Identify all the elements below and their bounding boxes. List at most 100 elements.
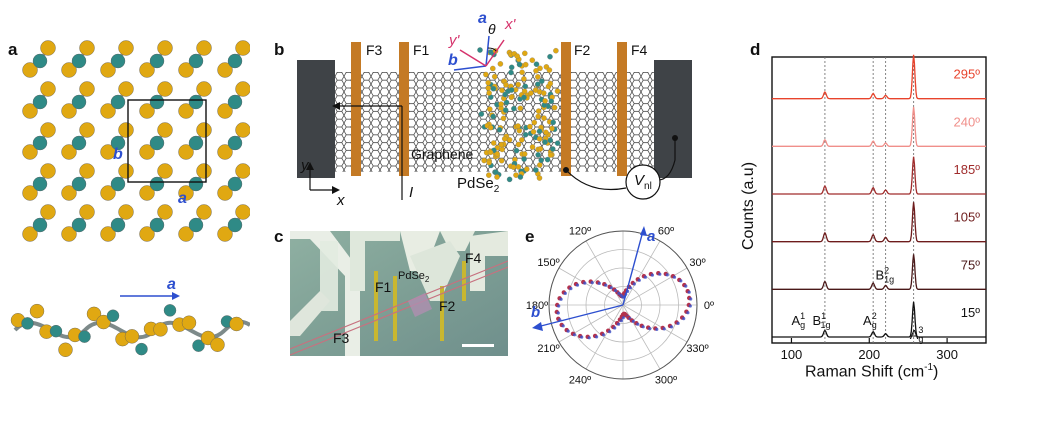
flake-atom xyxy=(547,80,554,87)
axis-yprime-label: y' xyxy=(449,32,460,49)
flake-atom xyxy=(516,127,523,134)
pd-atom xyxy=(163,304,177,317)
flake-atom xyxy=(515,81,521,88)
flake-atom xyxy=(550,146,556,152)
se-atom xyxy=(178,144,194,160)
polar-fit-point xyxy=(631,319,635,323)
flake-atom xyxy=(536,175,543,181)
polar-fit-point xyxy=(595,335,599,339)
se-atom xyxy=(100,144,116,160)
label-graphene: Graphene xyxy=(411,146,474,162)
se-atom xyxy=(61,103,77,119)
flake-atom xyxy=(524,166,530,172)
micrograph-label-f2: F2 xyxy=(439,298,456,314)
se-atom xyxy=(40,122,56,138)
flake-atom xyxy=(508,87,515,93)
polar-angle-label: 330º xyxy=(686,343,708,355)
flake-atom xyxy=(536,128,543,135)
pd-atom xyxy=(188,135,204,151)
raman-series-angle-label: 75º xyxy=(961,257,980,272)
se-atom xyxy=(100,226,116,242)
se-atom xyxy=(153,322,168,337)
flake-atom xyxy=(490,113,496,120)
se-atom xyxy=(178,226,194,242)
flake-atom xyxy=(514,53,520,59)
se-atom xyxy=(29,303,45,319)
se-atom xyxy=(196,81,212,97)
flake-atom xyxy=(496,127,503,133)
panel-b-device-schematic xyxy=(297,35,692,200)
flake-atom xyxy=(535,152,541,158)
flake-atom xyxy=(537,162,543,168)
flake-atom xyxy=(533,68,539,74)
polar-fit-point xyxy=(617,291,621,295)
panel-a-side-label-a: a xyxy=(167,276,176,293)
polar-fit-point xyxy=(563,291,567,295)
raman-series-angle-label: 15º xyxy=(961,305,980,320)
se-atom xyxy=(235,204,250,220)
polar-fit-point xyxy=(617,322,621,326)
se-atom xyxy=(40,81,56,97)
flake-atom xyxy=(543,129,549,136)
flake-atom xyxy=(490,65,496,72)
polar-fit-point xyxy=(637,278,641,282)
pd-atom xyxy=(227,53,243,69)
panel-d-letter: d xyxy=(750,40,761,59)
flake-atom xyxy=(519,137,525,143)
se-atom xyxy=(118,122,134,138)
se-atom xyxy=(217,185,233,201)
pd-atom xyxy=(71,135,87,151)
flake-atom xyxy=(498,101,504,107)
panel-a-label-a: a xyxy=(178,190,187,207)
pd-atom xyxy=(149,94,165,110)
flake-atom xyxy=(538,157,544,163)
flake-atom xyxy=(490,140,497,146)
polar-fit-point xyxy=(583,281,587,285)
flake-atom xyxy=(521,151,528,157)
flake-atom xyxy=(549,125,555,132)
se-atom xyxy=(61,144,77,160)
se-atom xyxy=(22,144,38,160)
polar-fit-point xyxy=(590,281,594,285)
pd-atom xyxy=(32,217,48,233)
polar-fit-point xyxy=(608,330,612,334)
label-pdse2: PdSe2 xyxy=(457,175,500,195)
flake-atom xyxy=(544,156,551,163)
se-atom xyxy=(210,337,225,352)
pd-atom xyxy=(192,339,205,352)
se-atom xyxy=(118,81,134,97)
se-atom xyxy=(40,40,56,56)
se-atom xyxy=(157,122,173,138)
polar-fit-point xyxy=(566,329,570,333)
polar-fit-point xyxy=(643,275,647,279)
se-atom xyxy=(157,204,173,220)
label-current: I xyxy=(409,184,414,201)
polar-fit-point xyxy=(669,325,674,329)
panel-b-letter: b xyxy=(274,40,285,59)
flake-atom xyxy=(535,113,541,120)
pd-atom xyxy=(149,176,165,192)
polar-fit-point xyxy=(636,322,640,326)
pd-atom xyxy=(188,176,204,192)
micrograph-label-pdse2: PdSe2 xyxy=(398,270,430,285)
se-atom xyxy=(100,103,116,119)
raman-xlabel: Raman Shift (cm-1) xyxy=(805,362,939,381)
flake-atom xyxy=(500,115,507,122)
polar-fit-point xyxy=(614,289,618,293)
panel-a-letter: a xyxy=(8,40,18,59)
flake-atom xyxy=(542,139,548,145)
panel-e-letter: e xyxy=(525,227,535,246)
polar-fit-point xyxy=(679,279,683,283)
raman-series-line xyxy=(772,106,986,147)
polar-fit-point xyxy=(613,326,617,330)
flake-atom xyxy=(528,90,534,96)
flake-atom xyxy=(498,157,505,164)
se-atom xyxy=(124,329,140,344)
se-atom xyxy=(229,316,244,332)
unit-cell-box xyxy=(127,99,207,183)
pd-atom xyxy=(71,217,87,233)
axis-b-label: b xyxy=(448,52,458,69)
raman-x-tick-label: 300 xyxy=(936,347,958,362)
flake-atom xyxy=(494,151,500,157)
